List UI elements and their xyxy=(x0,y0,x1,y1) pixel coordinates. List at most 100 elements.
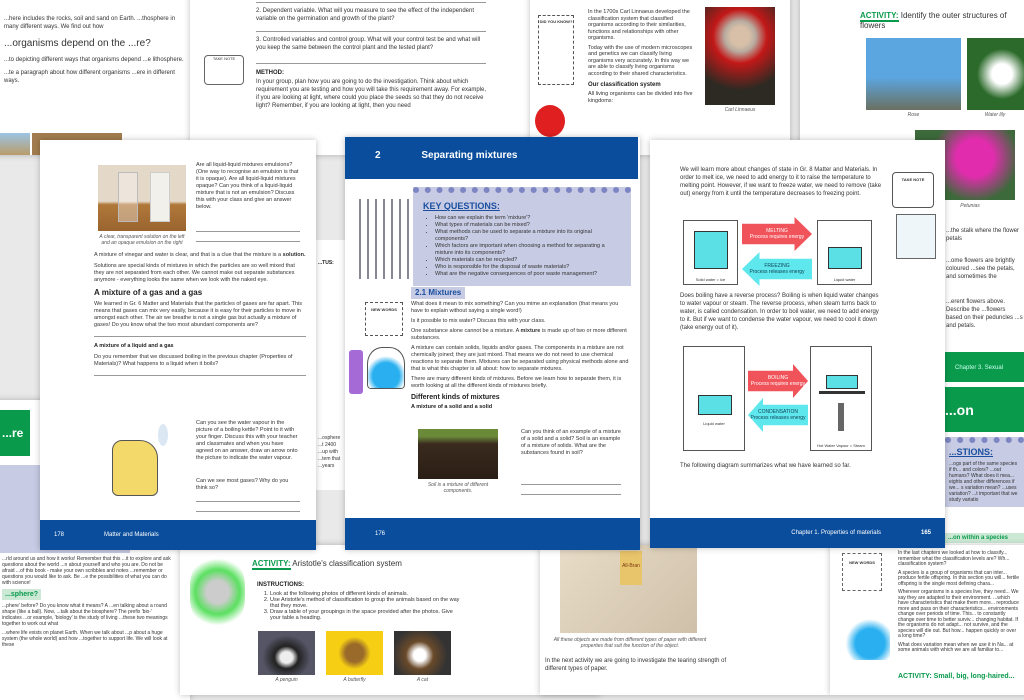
heading: Our classification system xyxy=(588,82,661,88)
liquid-beaker-diagram: Liquid water xyxy=(817,220,872,285)
instruction-step: Look at the following photos of differen… xyxy=(270,591,460,597)
text: ...rld around us and how it works! Remem… xyxy=(2,556,171,586)
page-number: 165 xyxy=(920,530,931,536)
label: Process releases energy xyxy=(750,415,806,421)
text: In the next activity we are going to inv… xyxy=(545,658,727,672)
chapter-title: Separating mixtures xyxy=(421,150,518,161)
page-number: 176 xyxy=(375,531,386,537)
caption: A penguin xyxy=(275,677,298,683)
text: ...here includes the rocks, soil and san… xyxy=(4,16,176,30)
caption: A cat xyxy=(416,677,429,683)
caption: Petunias xyxy=(960,203,980,209)
page-separating-mixtures: 2 Separating mixtures KEY QUESTIONS: How… xyxy=(345,137,640,550)
steam-diagram: Hot Water Vapour = Steam xyxy=(810,346,872,451)
text: Is it possible to mix water? Discuss thi… xyxy=(411,318,546,324)
did-you-know-bubble: DID YOU KNOW? xyxy=(538,15,574,85)
heading: Different kinds of mixtures xyxy=(411,394,500,401)
key-question: Which materials can be recycled? xyxy=(435,257,621,264)
text: We learned in Gr. 6 Matter and Materials… xyxy=(94,301,302,328)
bg-page-species: NEW WORDS In the last chapters we looked… xyxy=(830,545,1024,695)
text: ...ome flowers are brightly coloured ...… xyxy=(946,258,1015,280)
text: Can you see the water vapour in the pict… xyxy=(196,420,298,461)
key-questions: ...ogs part of the same species if th...… xyxy=(949,461,1018,503)
text: All living organisms can be divided into… xyxy=(588,91,693,104)
page-footer: 176 xyxy=(345,518,640,550)
liquid-water-diagram: Liquid water xyxy=(683,346,745,451)
label: Liquid water xyxy=(703,421,725,426)
new-words-bubble: NEW WORDS xyxy=(365,302,403,336)
key-question: How can we explain the term 'mixture'? xyxy=(435,215,621,222)
text: Wherever organisms in a species live, th… xyxy=(898,589,1019,639)
rose-photo xyxy=(866,38,961,110)
caption: A clear, transparent solution on the lef… xyxy=(99,234,185,246)
chapter-banner: Chapter 3. Sexual xyxy=(945,352,1024,382)
text: 3. Controlled variables and control grou… xyxy=(256,37,481,51)
character-illustration xyxy=(535,105,565,137)
page-number: 178 xyxy=(54,532,65,538)
text: In the last chapters we looked at how to… xyxy=(898,550,1010,567)
chapter-header: 2 Separating mixtures xyxy=(345,137,638,179)
text-fragment: ...osphere ...t 2400 ...up with ...tem t… xyxy=(318,435,341,469)
label: Liquid water xyxy=(833,277,856,282)
landscape-photo xyxy=(0,133,30,155)
text: The following diagram summarizes what we… xyxy=(680,463,851,469)
cereal-box: All-Bran xyxy=(620,551,642,585)
key-questions-title: KEY QUESTIONS: xyxy=(423,201,500,211)
chapter-title: ...re xyxy=(0,410,30,456)
bold-term: solution. xyxy=(282,252,306,258)
text: Today with the use of modern microscopes… xyxy=(588,44,693,77)
activity-label: ACTIVITY: xyxy=(860,11,899,22)
text: In the 1700s Carl Linnaeus developed the… xyxy=(588,9,690,41)
page-footer: Chapter 1. Properties of materials 165 xyxy=(650,518,945,548)
text: ...the stalk where the flower petals xyxy=(946,228,1020,242)
chapter-number: 2 xyxy=(375,150,381,161)
page-matter-and-materials: A clear, transparent solution on the lef… xyxy=(40,140,316,550)
clear-glass xyxy=(118,172,138,222)
key-question: What are the negative consequences of po… xyxy=(435,271,621,278)
text: ...where life exists on planet Earth. Wh… xyxy=(2,630,168,648)
activity-title: Aristotle's classification system xyxy=(292,559,402,568)
bg-page-lithosphere: ...here includes the rocks, soil and san… xyxy=(0,0,190,155)
footer-title: Matter and Materials xyxy=(104,532,159,538)
text: One substance alone cannot be a mixture.… xyxy=(411,328,519,334)
steam-icon xyxy=(158,424,168,446)
chameleon-illustration xyxy=(190,557,245,627)
bg-page-linnaeus: DID YOU KNOW? In the 1700s Carl Linnaeus… xyxy=(530,0,790,155)
text: is made up of two or more different subs… xyxy=(411,328,627,341)
linnaeus-portrait xyxy=(705,7,775,105)
chapter-title: ...on xyxy=(945,387,1024,432)
activity-title: Identify the outer structures of flowers xyxy=(860,11,1007,30)
take-note-bubble: TAKE NOTE xyxy=(892,172,934,208)
page-footer: 178 Matter and Materials xyxy=(40,520,316,550)
heading: ...organisms depend on the ...re? xyxy=(4,38,151,49)
glasses-photo xyxy=(98,165,186,231)
text: A mixture of vinegar and water is clear,… xyxy=(94,252,282,258)
text: Solutions are special kinds of mixtures … xyxy=(94,263,295,283)
key-question: Who is responsible for the disposal of w… xyxy=(435,264,621,271)
caption: All these objects are made from differen… xyxy=(553,637,707,649)
key-question: Which factors are important when choosin… xyxy=(435,243,621,257)
label: FREEZING xyxy=(764,263,790,269)
text: ...erent flowers above. Describe the ...… xyxy=(946,299,1023,329)
tablet-illustration xyxy=(896,214,936,259)
bg-page-investigation: 2. Dependent variable. What will you mea… xyxy=(190,0,530,155)
text: We will learn more about changes of stat… xyxy=(680,167,882,197)
text: A species is a group of organisms that c… xyxy=(898,569,1020,587)
footer-chapter: Chapter 1. Properties of materials xyxy=(791,530,881,536)
section-heading: ...on within a species xyxy=(945,533,1024,543)
label: Process requires energy xyxy=(750,381,806,387)
section-heading: ...sphere? xyxy=(2,589,42,600)
text: There are many different kinds of mixtur… xyxy=(411,376,622,389)
caption: Soil is a mixture of different component… xyxy=(427,482,489,494)
text: ...to depicting different ways that orga… xyxy=(4,57,184,63)
flask-illustration xyxy=(367,347,405,389)
text-fragment: ...TUS: xyxy=(318,260,334,266)
text: ...te a paragraph about how different or… xyxy=(4,70,175,84)
section-heading: 2.1 Mixtures xyxy=(411,287,466,299)
text: Can you think of an example of a mixture… xyxy=(521,429,621,456)
page-properties-of-materials: We will learn more about changes of stat… xyxy=(650,140,945,548)
text: What does variation mean when we use it … xyxy=(898,641,1014,653)
caption: Carl Linnaeus xyxy=(724,107,756,113)
